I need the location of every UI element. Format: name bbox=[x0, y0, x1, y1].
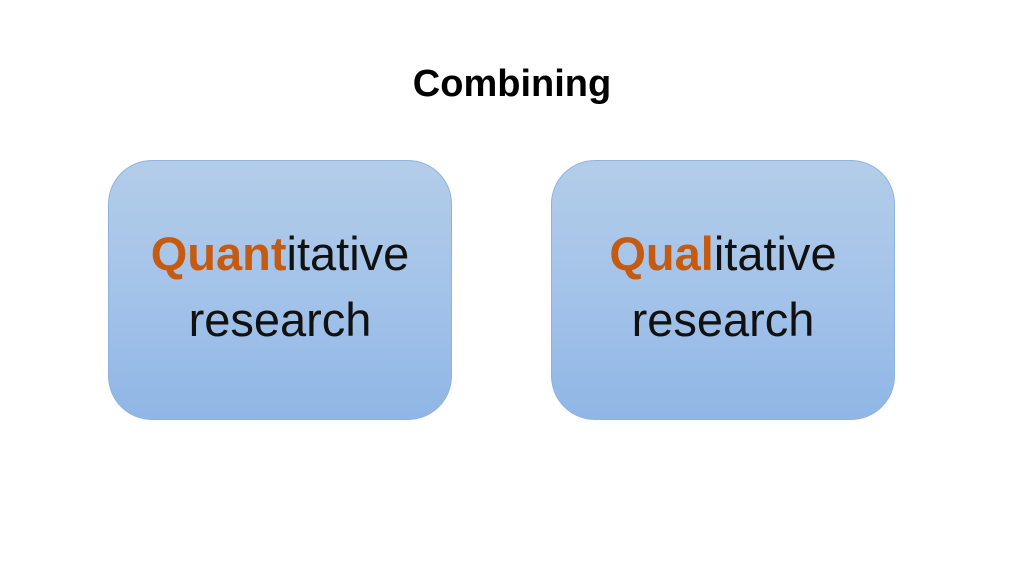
box-line-1: Qualitative bbox=[609, 221, 836, 287]
box-text: Qualitative research bbox=[609, 221, 836, 353]
box-line-2: research bbox=[631, 293, 815, 346]
highlight-prefix: Quant bbox=[150, 227, 287, 280]
qualitative-research-box: Qualitative research bbox=[551, 160, 895, 420]
box-line-2: research bbox=[188, 293, 372, 346]
box-line-1: Quantitative bbox=[151, 221, 410, 287]
highlight-prefix: Qual bbox=[609, 227, 714, 280]
word-suffix: itative bbox=[286, 227, 410, 280]
quantitative-research-box: Quantitative research bbox=[108, 160, 452, 420]
box-text: Quantitative research bbox=[151, 221, 410, 353]
slide-title: Combining bbox=[412, 63, 612, 105]
word-suffix: itative bbox=[713, 227, 837, 280]
